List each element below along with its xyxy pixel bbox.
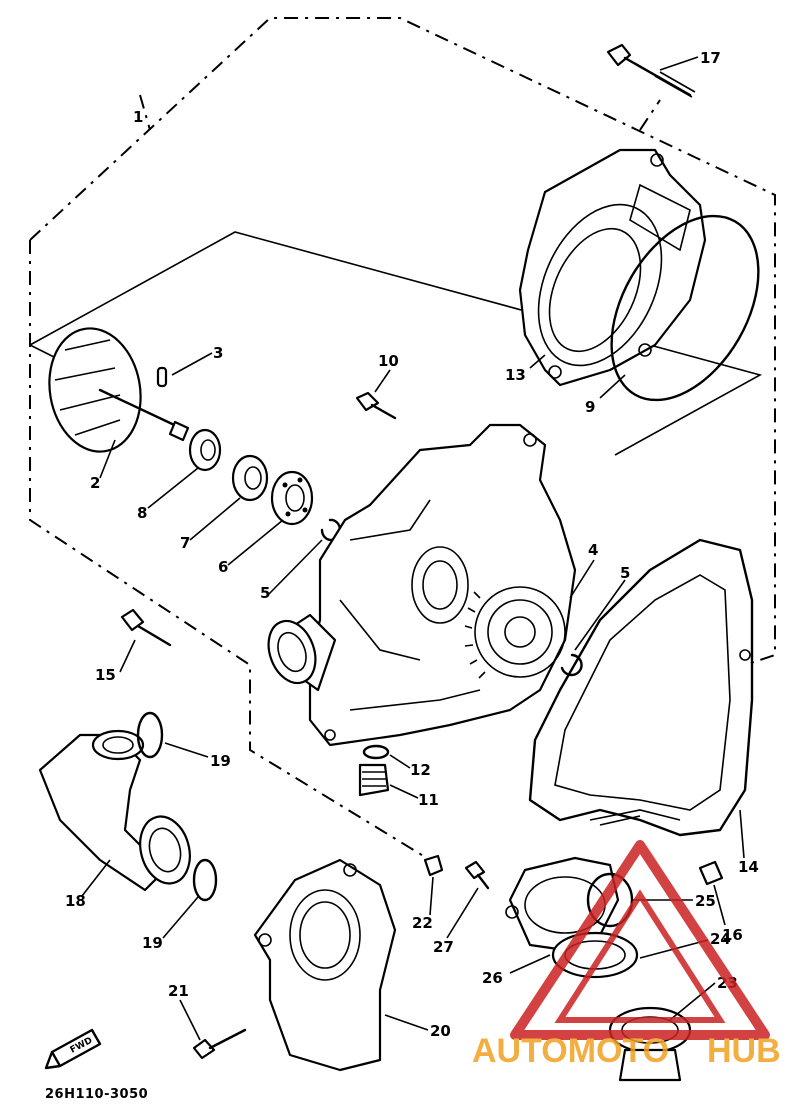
label-13: 13 [505,366,526,384]
label-16: 16 [722,926,743,944]
seal-7 [231,454,269,502]
drain-bolt-11 [358,763,390,797]
label-4: 4 [588,541,598,559]
label-9: 9 [585,398,595,416]
label-12: 12 [410,761,431,779]
label-5-upper: 5 [260,584,270,602]
label-3: 3 [213,344,223,362]
pipe-18 [38,729,191,892]
label-27: 27 [433,938,454,956]
label-2: 2 [90,474,100,492]
label-11: 11 [418,791,439,809]
thermostat-housing-20 [253,858,397,1072]
label-22: 22 [412,914,433,932]
bolt-15 [120,608,172,647]
o-ring-12 [362,744,390,760]
bolt-17 [606,43,696,98]
cap-16 [698,860,724,886]
bolt-10 [355,391,397,420]
label-1: 1 [133,108,143,126]
label-15: 15 [95,666,116,684]
o-ring-19-lower [192,858,218,902]
part-labels: 1 2 3 4 5 5 6 7 8 9 10 11 12 13 14 15 16… [65,49,759,1040]
pump-housing-4 [308,423,577,747]
label-5-lower: 5 [620,564,630,582]
watermark-text-hub: HUB [707,1032,781,1070]
leader-lines [81,56,745,1041]
label-19-lower: 19 [142,934,163,952]
bolt-27 [464,860,490,890]
nut-22 [423,854,444,877]
o-ring-19-upper [136,711,164,759]
impeller-2 [48,327,190,453]
circlip-5-lower [560,653,583,677]
watermark-inner-triangle [554,889,726,1023]
o-ring-9 [610,214,760,402]
seal-8 [188,428,222,472]
watermark: AUTOMOTO HUB [472,840,781,1070]
diagram-code: 26H110-3050 [45,1087,148,1102]
label-17: 17 [700,49,721,67]
bolt-21 [192,1028,247,1060]
label-21: 21 [168,982,189,1000]
label-26: 26 [482,969,503,987]
label-19-upper: 19 [210,752,231,770]
housing-outlet-pipe [267,613,337,692]
label-24: 24 [710,930,731,948]
label-20: 20 [430,1022,451,1040]
assembly-boundary [29,17,776,861]
pin-3 [156,366,168,388]
label-6: 6 [218,558,228,576]
label-7: 7 [180,534,190,552]
pump-cover-13 [518,148,707,387]
label-10: 10 [378,352,399,370]
label-8: 8 [137,504,147,522]
bearing-6 [270,470,314,526]
label-25: 25 [695,892,716,910]
gasket-14 [528,538,754,837]
fwd-arrow: FWD [44,1028,102,1070]
label-14: 14 [738,858,759,876]
label-18: 18 [65,892,86,910]
watermark-text-main: AUTOMOTO [472,1032,669,1070]
watermark-triangle [510,840,770,1040]
fwd-label: FWD [69,1036,94,1056]
